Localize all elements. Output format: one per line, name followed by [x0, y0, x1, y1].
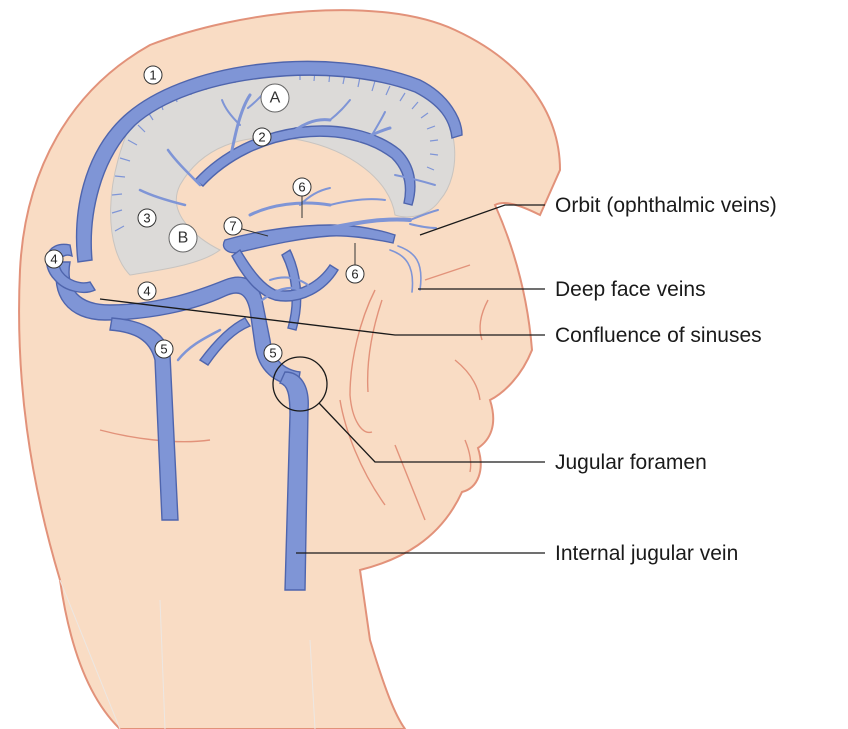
marker-5-posterior: 5 — [155, 340, 173, 358]
marker-1: 1 — [144, 66, 162, 84]
svg-text:6: 6 — [351, 267, 358, 282]
svg-text:6: 6 — [298, 180, 305, 195]
svg-text:B: B — [178, 230, 189, 247]
label-jugular-foramen: Jugular foramen — [555, 451, 707, 474]
label-confluence-of-sinuses: Confluence of sinuses — [555, 324, 762, 347]
marker-3: 3 — [138, 209, 156, 227]
label-internal-jugular-vein: Internal jugular vein — [555, 542, 738, 565]
marker-4-transverse: 4 — [138, 282, 156, 300]
marker-b: B — [169, 224, 197, 252]
label-deep-face-veins: Deep face veins — [555, 278, 706, 301]
marker-5-anterior: 5 — [264, 344, 282, 362]
label-orbit: Orbit (ophthalmic veins) — [555, 194, 777, 217]
svg-text:1: 1 — [149, 68, 156, 83]
svg-text:5: 5 — [269, 346, 276, 361]
svg-text:4: 4 — [143, 284, 150, 299]
callout-labels: Orbit (ophthalmic veins) Deep face veins… — [555, 194, 777, 565]
svg-text:3: 3 — [143, 211, 150, 226]
svg-text:2: 2 — [258, 130, 265, 145]
marker-a: A — [261, 84, 289, 112]
marker-4-occipital: 4 — [45, 250, 63, 268]
svg-text:5: 5 — [160, 342, 167, 357]
marker-2: 2 — [253, 128, 271, 146]
svg-text:4: 4 — [50, 252, 57, 267]
svg-text:7: 7 — [229, 219, 236, 234]
svg-text:A: A — [270, 90, 281, 107]
